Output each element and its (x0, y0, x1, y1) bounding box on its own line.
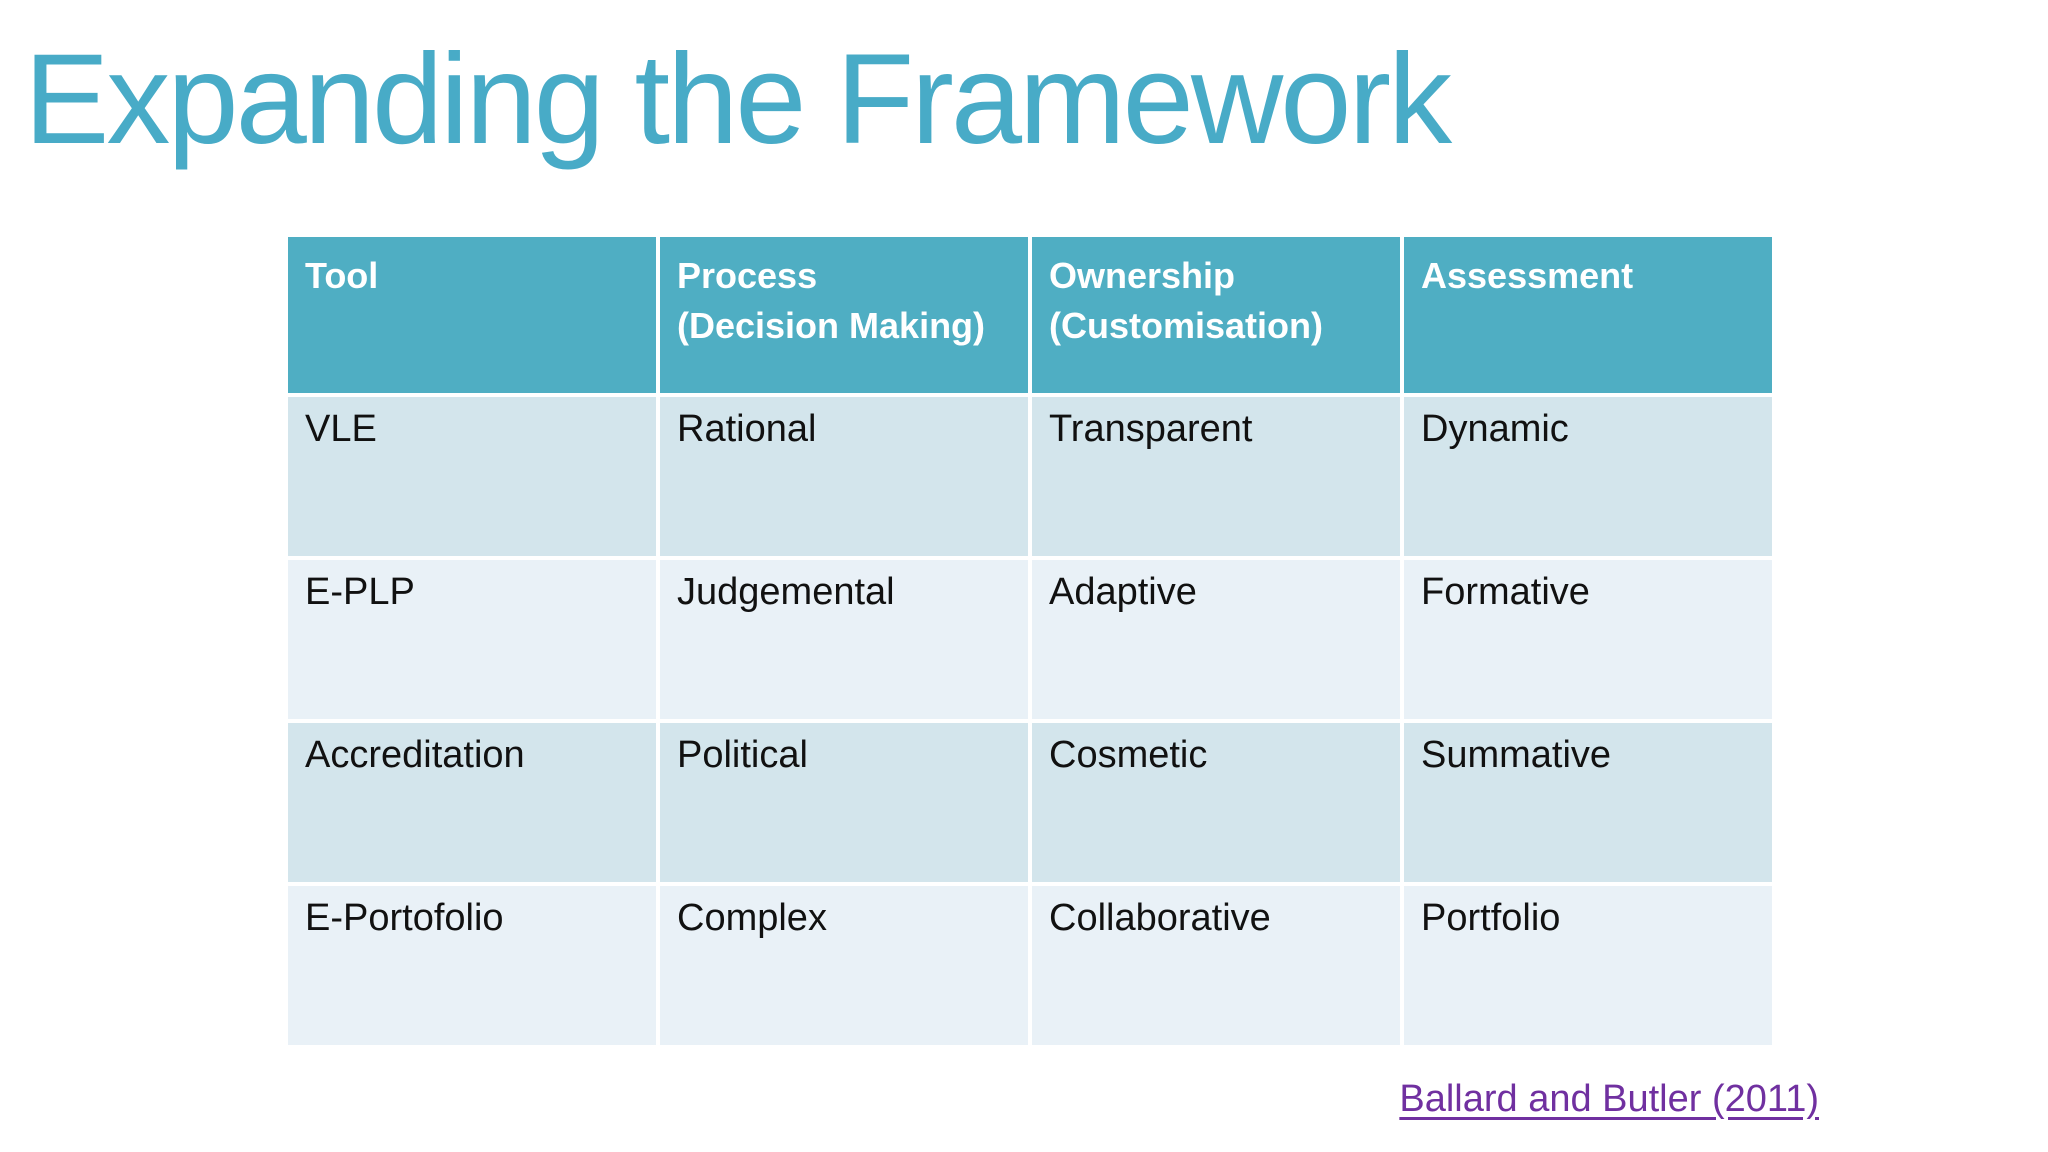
framework-table: Tool Process (Decision Making) Ownership… (288, 237, 1772, 1045)
cell-process-complex: Complex (660, 886, 1028, 1045)
cell-ownership-transparent: Transparent (1032, 397, 1400, 556)
cell-tool-eplp: E-PLP (288, 560, 656, 719)
header-cell-ownership: Ownership (Customisation) (1032, 237, 1400, 393)
header-cell-assessment: Assessment (1404, 237, 1772, 393)
cell-assessment-summative: Summative (1404, 723, 1772, 882)
cell-assessment-portfolio: Portfolio (1404, 886, 1772, 1045)
page-title: Expanding the Framework (24, 28, 1452, 171)
header-ownership-line1: Ownership (1049, 255, 1236, 296)
cell-assessment-dynamic: Dynamic (1404, 397, 1772, 556)
cell-process-judgemental: Judgemental (660, 560, 1028, 719)
cell-assessment-formative: Formative (1404, 560, 1772, 719)
cell-process-rational: Rational (660, 397, 1028, 556)
header-process-line2: (Decision Making) (677, 304, 986, 346)
cell-tool-eportofolio: E-Portofolio (288, 886, 656, 1045)
cell-ownership-cosmetic: Cosmetic (1032, 723, 1400, 882)
cell-tool-accreditation: Accreditation (288, 723, 656, 882)
cell-ownership-collaborative: Collaborative (1032, 886, 1400, 1045)
citation-link[interactable]: Ballard and Butler (2011) (1399, 1078, 1819, 1120)
header-cell-tool: Tool (288, 237, 656, 393)
header-process-line1: Process (677, 255, 818, 296)
cell-tool-vle: VLE (288, 397, 656, 556)
header-ownership-line2: (Customisation) (1049, 304, 1323, 346)
header-cell-process: Process (Decision Making) (660, 237, 1028, 393)
header-assessment-line1: Assessment (1421, 255, 1634, 296)
header-tool-line1: Tool (305, 255, 379, 296)
cell-ownership-adaptive: Adaptive (1032, 560, 1400, 719)
cell-process-political: Political (660, 723, 1028, 882)
